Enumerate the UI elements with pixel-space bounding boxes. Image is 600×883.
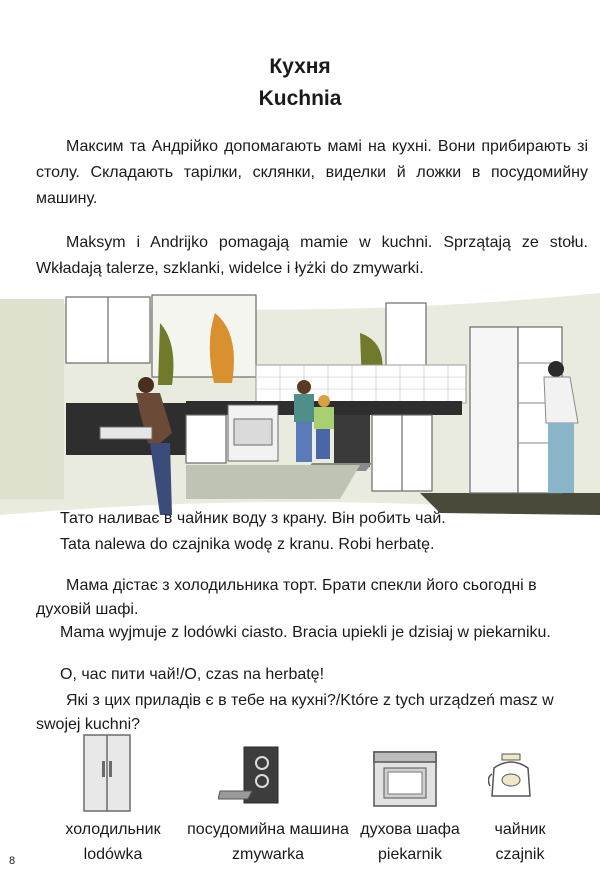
- backsplash-grid: [256, 365, 466, 403]
- question-text: Які з цих приладів є в тебе на кухні?/Kt…: [36, 692, 554, 733]
- boy-figure-2: [314, 395, 334, 459]
- caption-oven-pl: piekarnik: [377, 846, 443, 863]
- dad-text-polish: Tata nalewa do czajnika wodę z kranu. Ro…: [60, 536, 435, 553]
- dad-figure: [136, 377, 172, 515]
- mom-text-ukrainian: Мама дістає з холодильника торт. Брати с…: [36, 577, 537, 618]
- caption-oven-uk: духова шафа: [360, 821, 460, 838]
- scene-sink: [99, 426, 153, 440]
- boy-figure-1: [294, 380, 314, 462]
- caption-dishwasher-uk: посудомийна машина: [187, 821, 349, 838]
- caption-fridge-uk: холодильник: [65, 821, 161, 838]
- backsplash: [255, 364, 467, 404]
- intro-paragraph-ukrainian: Максим та Андрійко допомагають мамі на к…: [36, 138, 588, 207]
- oven-icon: [373, 751, 437, 807]
- caption-kettle: чайник czajnik: [470, 817, 570, 867]
- scene-dishwasher: [334, 415, 370, 467]
- caption-kettle-pl: czajnik: [495, 846, 545, 863]
- caption-oven: духова шафа piekarnik: [350, 817, 470, 867]
- kettle-icon: [488, 753, 531, 797]
- fridge-icon: [83, 734, 131, 812]
- dad-text-ukrainian: Тато наливає в чайник воду з крану. Він …: [60, 510, 446, 527]
- lower-cabinets: [185, 414, 433, 492]
- window-plant-left: [158, 323, 174, 385]
- page-number: 8: [9, 855, 16, 867]
- intro-paragraph-polish: Maksym i Andrijko pomagają mamie w kuchn…: [36, 234, 588, 277]
- upper-cabinets: [65, 294, 427, 378]
- kitchen-illustration: [0, 293, 600, 515]
- caption-dishwasher-pl: zmywarka: [231, 846, 304, 863]
- kitchen-floor: [186, 465, 360, 499]
- caption-fridge: холодильник lodówka: [28, 817, 198, 867]
- title-ukrainian: Кухня: [269, 55, 331, 78]
- dishwasher-icon: [218, 746, 279, 804]
- tea-line: О, час пити чай!/O, czas na herbatę!: [60, 666, 325, 683]
- caption-kettle-uk: чайник: [494, 821, 546, 838]
- mom-text-polish: Mama wyjmuje z lodówki ciasto. Bracia up…: [60, 624, 551, 641]
- mom-figure: [543, 361, 579, 493]
- floor-edge: [420, 493, 600, 515]
- title-polish: Kuchnia: [258, 87, 342, 110]
- window-plant: [209, 313, 234, 383]
- caption-dishwasher: посудомийна машина zmywarka: [178, 817, 358, 867]
- left-wall-panel: [0, 299, 64, 499]
- caption-fridge-pl: lodówka: [83, 846, 143, 863]
